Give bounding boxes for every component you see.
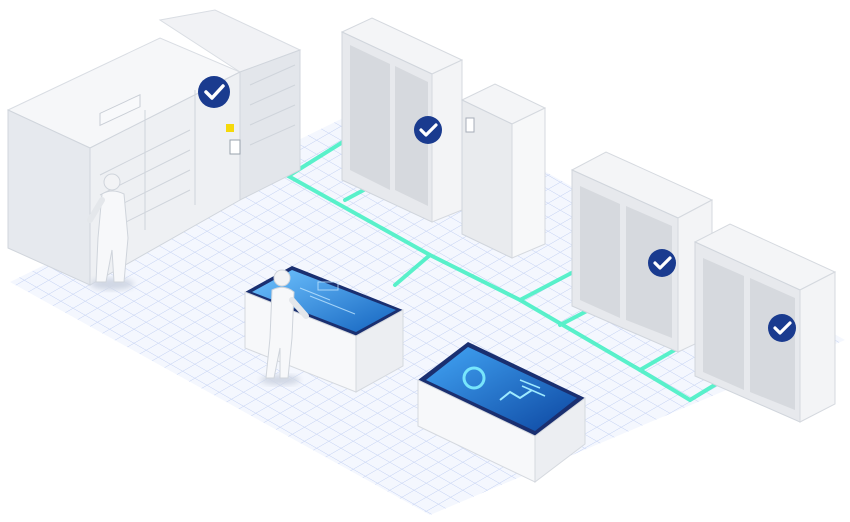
person-icon: [87, 173, 134, 290]
check-badge-icon: [414, 116, 442, 144]
check-badge-icon: [648, 249, 676, 277]
server-cabinet-a: [340, 17, 464, 223]
check-badge-icon: [768, 314, 796, 342]
touch-table-2: [417, 342, 586, 484]
person-icon: [260, 269, 309, 385]
server-cabinet-d: [693, 223, 837, 423]
server-cabinet-b: [460, 83, 547, 259]
check-badge-icon: [198, 76, 230, 108]
